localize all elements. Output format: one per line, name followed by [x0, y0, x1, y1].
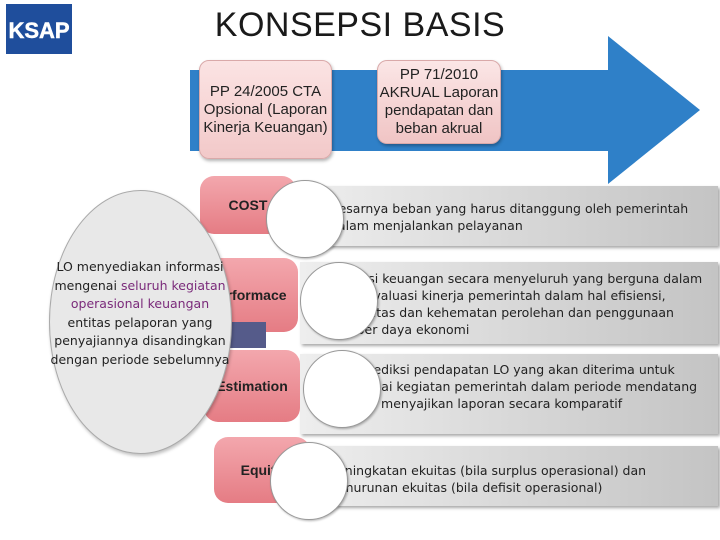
pp24-box: PP 24/2005 CTA Opsional (Laporan Kinerja… [199, 60, 332, 159]
cost-description: Besarnya beban yang harus ditanggung ole… [330, 201, 689, 233]
lo-text-part1: LO menyediakan informasi mengenai [54, 259, 224, 293]
lo-text-part3: entitas pelaporan yang penyajiannya disa… [50, 314, 230, 367]
band-equity [300, 446, 718, 506]
cost-circle [266, 180, 344, 258]
pp24-text: PP 24/2005 CTA Opsional (Laporan Kinerja… [203, 82, 328, 136]
connector-block [228, 322, 266, 348]
estimation-circle [303, 350, 381, 428]
page-title: KONSEPSI BASIS [214, 6, 506, 44]
pp71-text: PP 71/2010 AKRUAL Laporan pendapatan dan… [379, 66, 499, 137]
performance-circle [300, 262, 378, 340]
equity-circle [270, 442, 348, 520]
performance-description: Operasi keuangan secara menyeluruh yang … [330, 271, 703, 337]
estimation-description: Memprediksi pendapatan LO yang akan dite… [330, 362, 698, 411]
band-cost [300, 186, 718, 246]
equity-description: Peningkatan ekuitas (bila surplus operas… [330, 463, 647, 495]
lo-text-highlight: seluruh kegiatan operasional keuangan [70, 277, 226, 312]
ksap-logo: KSAP [6, 4, 72, 54]
lo-description: LO menyediakan informasi mengenai seluru… [50, 258, 230, 369]
pp71-box: PP 71/2010 AKRUAL Laporan pendapatan dan… [377, 60, 501, 144]
lo-oval [49, 190, 232, 454]
logo-text: KSAP [8, 18, 69, 43]
